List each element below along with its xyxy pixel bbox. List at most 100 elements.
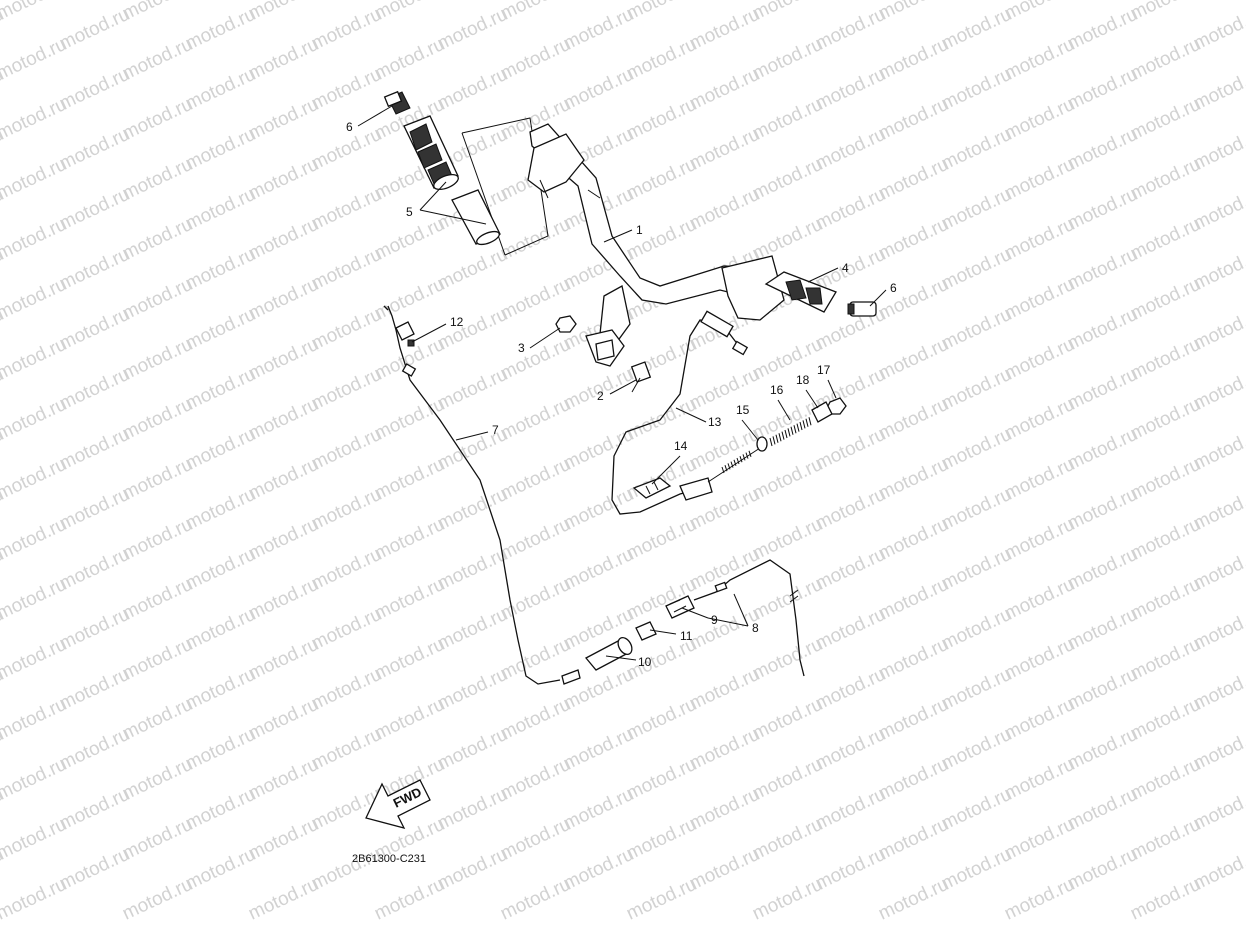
watermark-text: motod.ru: [1064, 484, 1141, 535]
watermark-text: motod.ru: [812, 4, 889, 55]
watermark-text: motod.ru: [1064, 64, 1141, 115]
callout-13: 13: [708, 415, 722, 429]
watermark-text: motod.ru: [1001, 94, 1078, 145]
spring-coil: [778, 433, 782, 442]
spring-coil: [790, 426, 794, 435]
watermark-text: motod.ru: [434, 604, 511, 655]
watermark-text: motod.ru: [497, 394, 574, 445]
cable-spring-coil: [745, 452, 749, 459]
spring-coil: [775, 434, 779, 443]
watermark-text: motod.ru: [1127, 694, 1204, 745]
watermark-text: motod.ru: [1064, 364, 1141, 415]
callout-5: 5: [406, 205, 413, 219]
watermark-text: motod.ru: [749, 334, 826, 385]
watermark-text: motod.ru: [434, 544, 511, 595]
watermark-text: motod.ru: [245, 214, 322, 265]
watermark-text: motod.ru: [119, 634, 196, 685]
watermark-text: motod.ru: [308, 544, 385, 595]
watermark-text: motod.ru: [812, 64, 889, 115]
watermark-text: motod.ru: [371, 874, 448, 925]
watermark-text: motod.ru: [119, 574, 196, 625]
cable-spring-coil: [730, 461, 734, 468]
watermark-text: motod.ru: [245, 334, 322, 385]
watermark-text: motod.ru: [56, 184, 133, 235]
watermark-text: motod.ru: [938, 364, 1015, 415]
watermark-text: motod.ru: [812, 124, 889, 175]
watermark-text: motod.ru: [245, 34, 322, 85]
watermark-text: motod.ru: [938, 484, 1015, 535]
watermark-text: motod.ru: [623, 874, 700, 925]
watermark-text: motod.ru: [938, 184, 1015, 235]
spring-coil: [808, 417, 812, 426]
watermark-text: motod.ru: [308, 724, 385, 775]
watermark-text: motod.ru: [749, 874, 826, 925]
plunger-and-nut: [811, 397, 847, 423]
watermark-text: motod.ru: [245, 394, 322, 445]
watermark-text: motod.ru: [686, 4, 763, 55]
watermark-text: motod.ru: [308, 664, 385, 715]
watermark-text: motod.ru: [623, 514, 700, 565]
watermark-text: motod.ru: [938, 424, 1015, 475]
watermark-text: motod.ru: [0, 214, 70, 265]
watermark-text: motod.ru: [560, 844, 637, 895]
watermark-text: motod.ru: [0, 274, 70, 325]
watermark-text: motod.ru: [812, 184, 889, 235]
watermark-text: motod.ru: [56, 844, 133, 895]
watermark-text: motod.ru: [686, 364, 763, 415]
watermark-text: motod.ru: [875, 574, 952, 625]
watermark-text: motod.ru: [1064, 844, 1141, 895]
watermark-text: motod.ru: [434, 244, 511, 295]
watermark-text: motod.ru: [308, 604, 385, 655]
watermark-text: motod.ru: [245, 454, 322, 505]
screw-12: [407, 339, 415, 347]
watermark-text: motod.ru: [875, 274, 952, 325]
watermark-text: motod.ru: [812, 604, 889, 655]
watermark-text: motod.ru: [0, 814, 70, 865]
cable-spring-coil: [742, 454, 746, 461]
watermark-text: motod.ru: [0, 34, 70, 85]
watermark-text: motod.ru: [749, 694, 826, 745]
watermark-text: motod.ru: [56, 4, 133, 55]
callout-1: 1: [636, 223, 643, 237]
watermark-text: motod.ru: [182, 424, 259, 475]
watermark-text: motod.ru: [560, 64, 637, 115]
watermark-text: motod.ru: [308, 64, 385, 115]
spring: [721, 417, 812, 474]
watermark-text: motod.ru: [182, 664, 259, 715]
watermark-text: motod.ru: [245, 754, 322, 805]
watermark-text: motod.ru: [1001, 154, 1078, 205]
watermark-text: motod.ru: [1064, 4, 1141, 55]
watermark-text: motod.ru: [1127, 394, 1204, 445]
watermark-text: motod.ru: [686, 124, 763, 175]
callout-10: 10: [638, 655, 652, 669]
watermark-text: motod.ru: [560, 664, 637, 715]
watermark-text: motod.ru: [560, 484, 637, 535]
watermark-text: motod.ru: [182, 304, 259, 355]
cable-spring-coil: [736, 457, 740, 465]
watermark-text: motod.ru: [0, 394, 70, 445]
watermark-text: motod.ru: [1001, 394, 1078, 445]
spring-coil: [784, 429, 788, 439]
watermark-text: motod.ru: [938, 784, 1015, 835]
watermark-text: motod.ru: [56, 64, 133, 115]
watermark-text: motod.ru: [749, 634, 826, 685]
watermark-text: motod.ru: [0, 154, 70, 205]
watermark-text: motod.ru: [497, 694, 574, 745]
bar-end-left: [383, 90, 411, 115]
watermark-text: motod.ru: [497, 454, 574, 505]
cable-spring-coil: [721, 466, 725, 474]
watermark-text: motod.ru: [119, 514, 196, 565]
watermark-text: motod.ru: [308, 484, 385, 535]
watermark-text: motod.ru: [308, 364, 385, 415]
watermark-text: motod.ru: [371, 694, 448, 745]
watermark-text: motod.ru: [434, 484, 511, 535]
diagram-code: 2B61300-C231: [352, 853, 426, 865]
watermark-text: motod.ru: [938, 664, 1015, 715]
watermark-text: motod.ru: [686, 724, 763, 775]
watermark-text: motod.ru: [56, 244, 133, 295]
spring-coil: [772, 436, 776, 445]
watermark-text: motod.ru: [812, 544, 889, 595]
watermark-text: motod.ru: [1127, 454, 1204, 505]
watermark-text: motod.ru: [182, 244, 259, 295]
